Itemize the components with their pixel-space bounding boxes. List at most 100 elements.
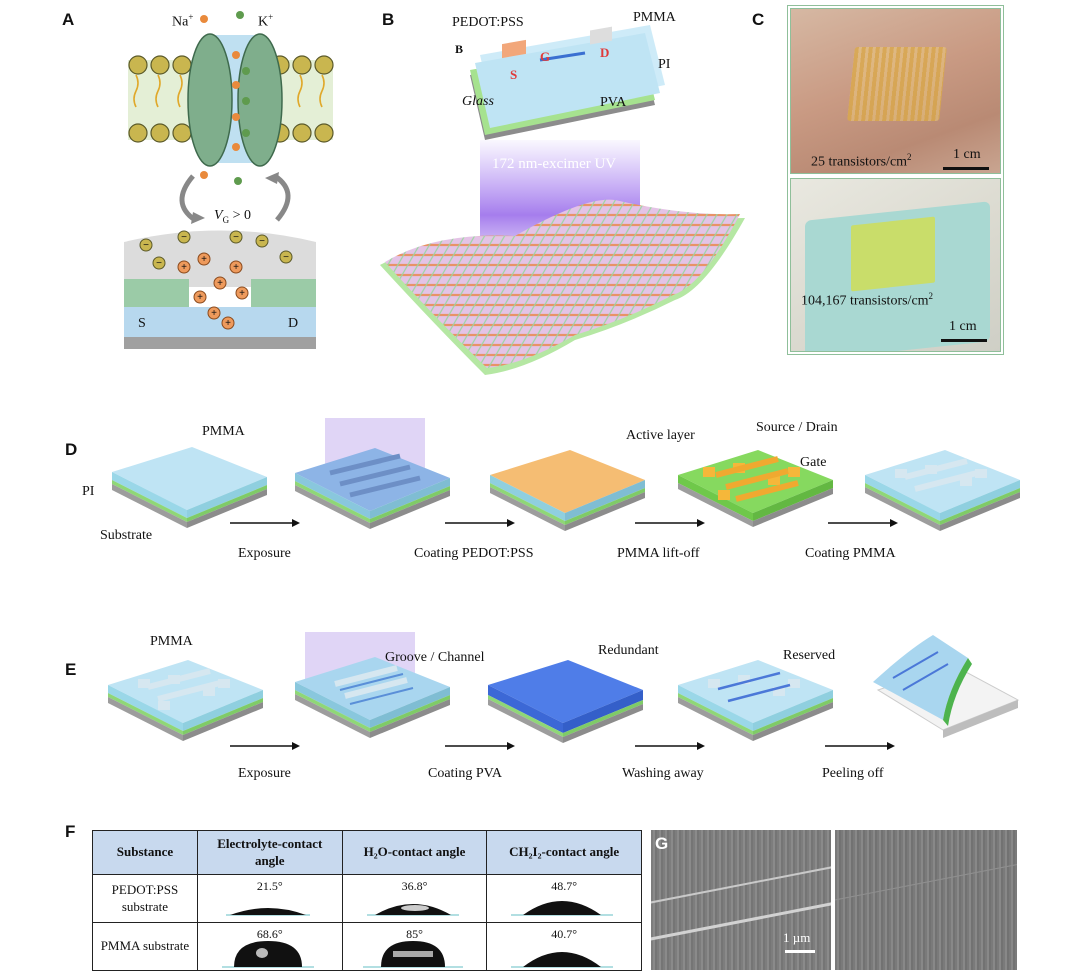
flexible-array-illustration bbox=[380, 140, 745, 375]
photo-wrist-device bbox=[787, 5, 1004, 355]
svg-text:−: − bbox=[283, 252, 289, 263]
step-arrows-d bbox=[230, 519, 898, 527]
table-header-row: Substance Electrolyte-contact angle H₂O-… bbox=[92, 830, 642, 875]
svg-text:−: − bbox=[259, 236, 265, 247]
table-header: H₂O-contact angle bbox=[341, 830, 488, 875]
step-label-e4: Peeling off bbox=[822, 766, 884, 781]
substance-name: PEDOT:PSS substrate bbox=[92, 874, 198, 923]
svg-text:+: + bbox=[233, 262, 239, 273]
pmma-label-d: PMMA bbox=[202, 424, 245, 439]
step-label-d4: Coating PMMA bbox=[805, 546, 896, 561]
source-label: S bbox=[138, 316, 146, 331]
fabrication-step-d1 bbox=[112, 447, 267, 528]
svg-text:S: S bbox=[510, 67, 517, 82]
svg-text:−: − bbox=[143, 240, 149, 251]
fabrication-step-d2 bbox=[295, 418, 450, 529]
table-header: Electrolyte-contact angle bbox=[196, 830, 343, 875]
inset-letter-b: B bbox=[455, 42, 464, 56]
table-row: PEDOT:PSS substrate 21.5° 36.8° 48.7° bbox=[92, 874, 642, 923]
scale-label-top: 1 cm bbox=[953, 147, 981, 162]
panel-label-b: B bbox=[382, 10, 395, 29]
scale-label-g: 1 µm bbox=[783, 930, 811, 945]
droplet-cell: 40.7° bbox=[486, 922, 642, 971]
patterning-step-e2 bbox=[295, 632, 450, 738]
svg-text:−: − bbox=[233, 232, 239, 243]
photo-glove-sheet: 104,167 transistors/cm2 1 cm bbox=[790, 178, 1001, 352]
svg-text:+: + bbox=[201, 254, 207, 265]
contact-angle-value: 21.5° bbox=[256, 879, 283, 893]
svg-text:+: + bbox=[197, 292, 203, 303]
table-header: CH₂I₂-contact angle bbox=[486, 830, 642, 875]
droplet-cell: 21.5° bbox=[196, 874, 343, 923]
droplet-cell: 36.8° bbox=[341, 874, 488, 923]
ion-channel-illustration bbox=[128, 11, 334, 185]
scale-bar-g bbox=[785, 950, 815, 953]
patterning-step-e1 bbox=[108, 660, 263, 741]
sem-image-left: G 1 µm bbox=[651, 830, 831, 970]
droplet-cell: 68.6° bbox=[196, 922, 343, 971]
patterning-step-e5 bbox=[873, 635, 1020, 738]
step-label-e2: Coating PVA bbox=[428, 766, 503, 781]
step-label-e3: Washing away bbox=[622, 766, 704, 781]
channel-line-1 bbox=[651, 859, 831, 907]
droplet-cell: 48.7° bbox=[486, 874, 642, 923]
svg-text:+: + bbox=[181, 262, 187, 273]
scale-label-bottom: 1 cm bbox=[949, 319, 977, 334]
panel-label-c: C bbox=[752, 10, 765, 29]
svg-text:+: + bbox=[225, 318, 231, 329]
table-header: Substance bbox=[92, 830, 198, 875]
scale-bar-top bbox=[943, 167, 989, 170]
panel-label-d: D bbox=[65, 440, 78, 459]
scale-bar-bottom bbox=[941, 339, 987, 342]
svg-text:D: D bbox=[600, 45, 609, 60]
svg-text:+: + bbox=[211, 308, 217, 319]
step-arrows-e bbox=[230, 742, 895, 750]
pi-label-b: PI bbox=[658, 57, 671, 72]
pva-label: PVA bbox=[600, 95, 627, 110]
svg-text:−: − bbox=[156, 258, 162, 269]
reserved-label: Reserved bbox=[783, 648, 836, 663]
pmma-label-b: PMMA bbox=[633, 10, 676, 25]
patterning-step-e3 bbox=[488, 660, 643, 743]
faint-line bbox=[835, 857, 1017, 904]
substrate-label: Substrate bbox=[100, 528, 153, 543]
device-patch-top bbox=[847, 47, 947, 121]
pmma-label-e: PMMA bbox=[150, 634, 193, 649]
droplet-cell: 85° bbox=[341, 922, 488, 971]
panel-label-f: F bbox=[65, 822, 76, 841]
redundant-label: Redundant bbox=[598, 643, 659, 658]
svg-text:+: + bbox=[217, 278, 223, 289]
gate-label: Gate bbox=[800, 455, 827, 470]
photo-arm-skin: 25 transistors/cm2 1 cm bbox=[790, 8, 1001, 174]
glass-label: Glass bbox=[462, 94, 494, 109]
contact-angle-value: 85° bbox=[406, 927, 423, 941]
panel-label-g: G bbox=[655, 834, 669, 853]
sodium-ion-label: Na+ bbox=[172, 12, 194, 30]
sem-image-right bbox=[835, 830, 1017, 970]
fabrication-step-d4 bbox=[678, 450, 833, 527]
panel-label-e: E bbox=[65, 660, 77, 679]
device-stack-illustration: S G D bbox=[470, 25, 665, 140]
density-label-top: 25 transistors/cm2 bbox=[811, 152, 912, 170]
potassium-ion-label: K+ bbox=[258, 12, 274, 30]
fabrication-step-d3 bbox=[490, 450, 645, 531]
svg-text:G: G bbox=[540, 49, 550, 64]
uv-label: 172 nm-excimer UV bbox=[492, 156, 617, 172]
contact-angle-value: 40.7° bbox=[551, 927, 578, 941]
density-label-bottom: 104,167 transistors/cm2 bbox=[801, 291, 934, 309]
table-row: PMMA substrate 68.6° 85° 40.7° bbox=[92, 922, 642, 971]
patterning-step-e4 bbox=[678, 660, 833, 741]
step-label-d2: Coating PEDOT:PSS bbox=[414, 546, 534, 561]
substance-name: PMMA substrate bbox=[92, 922, 198, 971]
panel-label-a: A bbox=[62, 10, 75, 29]
fabrication-step-d5 bbox=[865, 450, 1020, 531]
active-layer-label: Active layer bbox=[626, 428, 695, 443]
pi-label-d: PI bbox=[82, 484, 95, 499]
svg-text:+: + bbox=[239, 288, 245, 299]
device-patch-bottom bbox=[851, 216, 935, 292]
pedot-label: PEDOT:PSS bbox=[452, 15, 524, 30]
gate-voltage-label: VG > 0 bbox=[214, 208, 251, 225]
contact-angle-value: 68.6° bbox=[256, 927, 283, 941]
contact-angle-table: Substance Electrolyte-contact angle H₂O-… bbox=[92, 830, 642, 971]
step-label-d3: PMMA lift-off bbox=[617, 546, 700, 561]
